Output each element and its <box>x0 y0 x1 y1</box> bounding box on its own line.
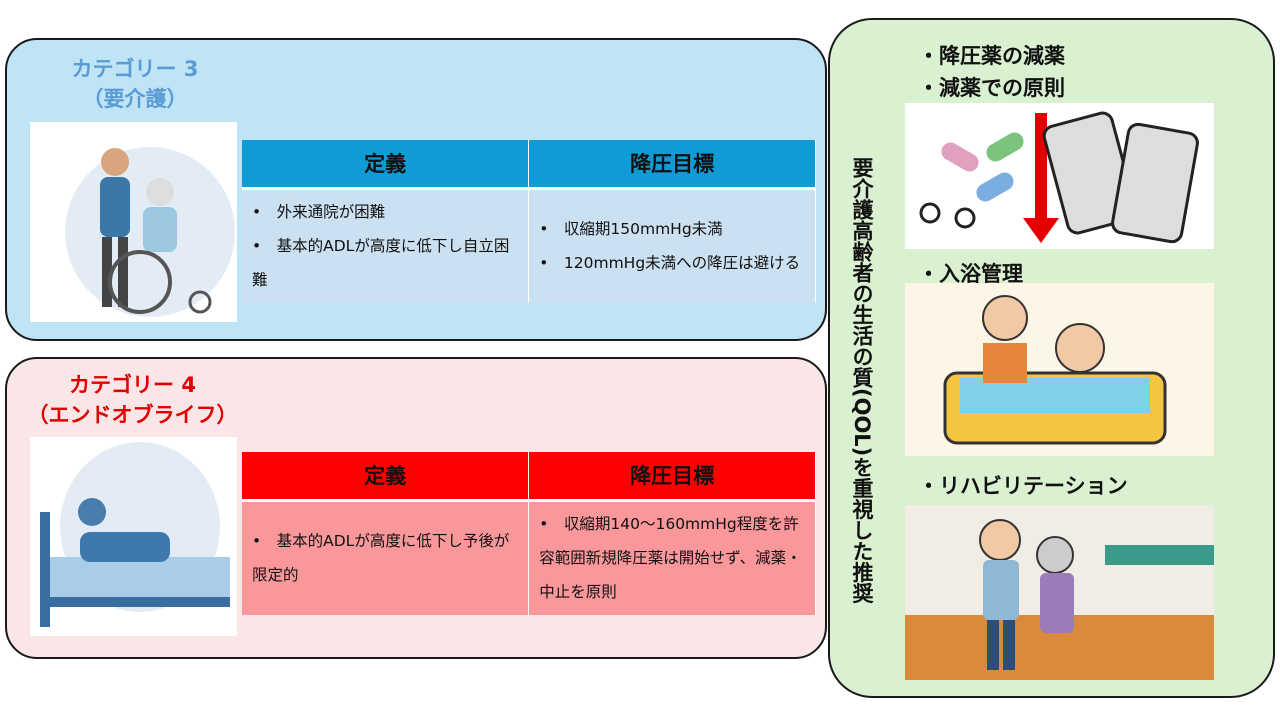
goal-item: • 収縮期150mmHg未満 <box>539 220 723 239</box>
definition-cell: • 外来通院が困難 • 基本的ADLが高度に低下し自立困難 <box>242 188 530 303</box>
category-3-title: カテゴリー 3 （要介護） <box>40 54 230 114</box>
category-4-table: 定義降圧目標 • 基本的ADLが高度に低下し予後が限定的 • 収縮期140～16… <box>242 452 816 615</box>
definition-cell: • 基本的ADLが高度に低下し予後が限定的 <box>242 500 530 615</box>
goal-item: • 収縮期140～160mmHg程度を許容範囲新規降圧薬は開始せず、減薬・中止を… <box>539 515 802 602</box>
item-reduce-antihypertensives: ・降圧薬の減薬 <box>918 44 1065 68</box>
bp-target-cell: • 収縮期140～160mmHg程度を許容範囲新規降圧薬は開始せず、減薬・中止を… <box>528 500 816 615</box>
pills-illustration <box>905 103 1214 249</box>
header-bp-target: 降圧目標 <box>528 140 816 190</box>
definition-item: • 外来通院が困難 <box>252 203 386 222</box>
wheelchair-illustration <box>30 122 237 322</box>
title-line: カテゴリー 4 <box>69 373 196 397</box>
header-definition: 定義 <box>242 140 530 190</box>
title-line: （要介護） <box>82 87 188 111</box>
item-bathing-management: ・入浴管理 <box>918 262 1023 286</box>
definition-item: • 基本的ADLが高度に低下し予後が限定的 <box>252 532 510 585</box>
category-3-table: 定義降圧目標 • 外来通院が困難 • 基本的ADLが高度に低下し自立困難 • 収縮… <box>242 140 816 303</box>
qol-vertical-title: 要介護高齢者の生活の質(QOL)を重視した推奨 <box>850 156 874 604</box>
bp-target-cell: • 収縮期150mmHg未満 • 120mmHg未満への降圧は避ける <box>528 188 816 303</box>
title-line: カテゴリー 3 <box>71 57 199 81</box>
category-4-title: カテゴリー 4 （エンドオブライフ） <box>10 370 255 430</box>
title-line: （エンドオブライフ） <box>27 403 238 427</box>
bedridden-illustration <box>30 437 237 636</box>
header-bp-target: 降圧目標 <box>528 452 816 502</box>
header-definition: 定義 <box>242 452 530 502</box>
goal-item: • 120mmHg未満への降圧は避ける <box>539 254 801 273</box>
item-rehabilitation: ・リハビリテーション <box>918 474 1128 498</box>
item-reduction-principle: ・減薬での原則 <box>918 76 1065 100</box>
definition-item: • 基本的ADLが高度に低下し自立困難 <box>252 237 510 290</box>
rehabilitation-illustration <box>905 505 1214 680</box>
bathing-illustration <box>905 283 1214 456</box>
